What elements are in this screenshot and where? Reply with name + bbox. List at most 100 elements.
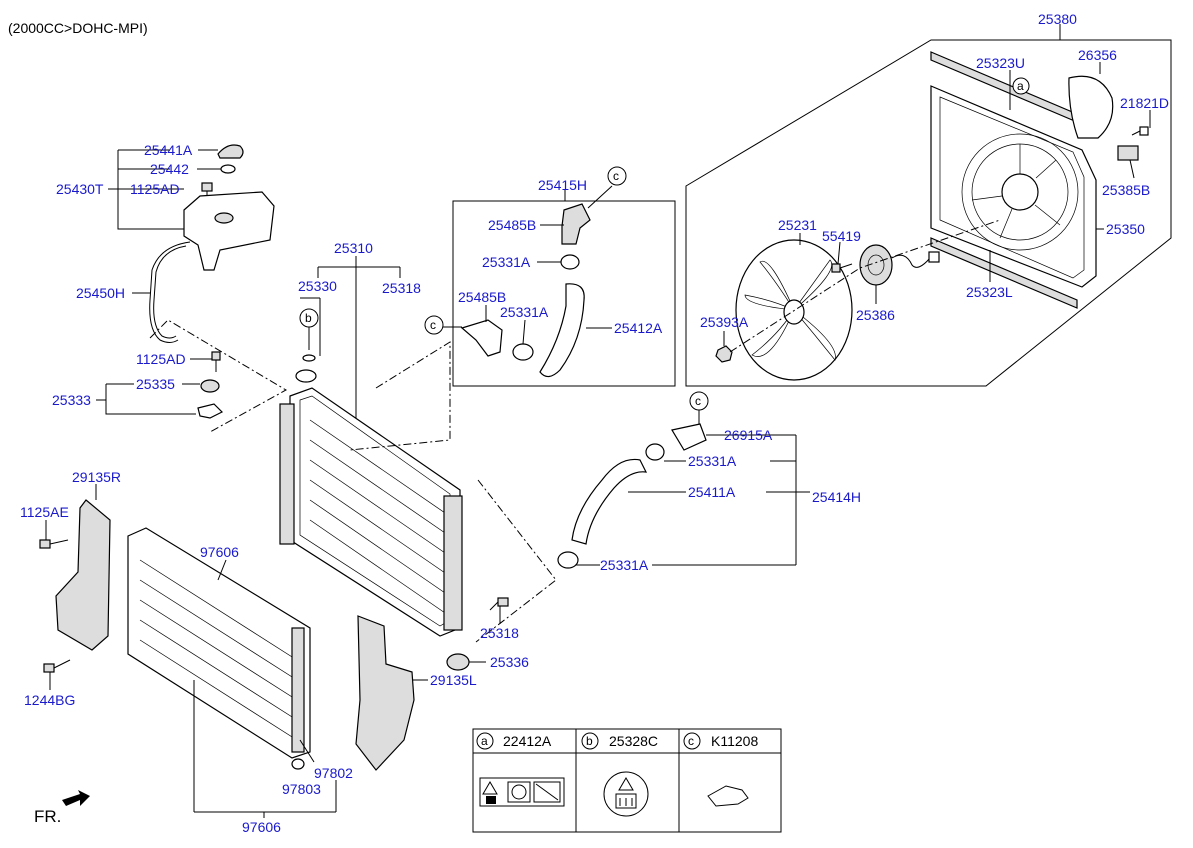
callout-26356[interactable]: 26356 — [1078, 47, 1117, 63]
legend-tag-b-marker — [581, 732, 599, 750]
callout-25331A-r1[interactable]: 25331A — [688, 453, 737, 469]
callout-25350[interactable]: 25350 — [1106, 221, 1145, 237]
radiator-filler-neck — [295, 369, 317, 383]
clamp-25331A-top — [560, 254, 580, 270]
callout-25331A-top[interactable]: 25331A — [482, 254, 531, 270]
legend-part-a: 22412A — [503, 733, 552, 749]
callout-97802[interactable]: 97802 — [314, 765, 353, 781]
callout-25415H[interactable]: 25415H — [538, 177, 587, 193]
callout-25430T[interactable]: 25430T — [56, 181, 104, 197]
clip-k11208-icon — [707, 785, 749, 807]
callout-1125AD-mid[interactable]: 1125AD — [136, 351, 186, 367]
callout-97803[interactable]: 97803 — [282, 781, 321, 797]
callout-25333[interactable]: 25333 — [52, 392, 91, 408]
callout-25310[interactable]: 25310 — [334, 240, 373, 256]
gasket-25442 — [220, 164, 236, 174]
air-guard-29135R — [55, 499, 111, 651]
tag-c-marker-upper — [607, 166, 627, 186]
reservoir-group — [108, 144, 275, 343]
screw-55419 — [831, 263, 853, 273]
fan-shroud-25350 — [930, 85, 1097, 288]
bracket-25333 — [197, 403, 224, 419]
front-direction-indicator: FR. — [34, 790, 90, 826]
radiator-core-25310 — [289, 387, 461, 637]
upper-hose-box — [452, 200, 676, 387]
tag-c-text-upper: c — [613, 169, 619, 183]
connector-25385B — [1117, 145, 1139, 161]
mount-group-25333 — [96, 319, 288, 433]
warning-triangle-icon — [482, 781, 498, 795]
callout-25330[interactable]: 25330 — [298, 278, 337, 294]
callout-25412A[interactable]: 25412A — [614, 320, 663, 336]
callout-25336[interactable]: 25336 — [490, 654, 529, 670]
callout-21821D[interactable]: 21821D — [1120, 95, 1169, 111]
callout-25323U[interactable]: 25323U — [976, 55, 1025, 71]
callout-25335[interactable]: 25335 — [136, 376, 175, 392]
legend-tag-c: c — [688, 734, 694, 748]
callout-25231[interactable]: 25231 — [778, 217, 817, 233]
callout-25485B-mid[interactable]: 25485B — [458, 289, 506, 305]
legend-cell-b: b 25328C — [581, 732, 658, 817]
callout-25485B-top[interactable]: 25485B — [488, 217, 536, 233]
tag-c-text-lower: c — [695, 394, 701, 408]
callout-97606-top[interactable]: 97606 — [200, 544, 239, 560]
callout-25450H[interactable]: 25450H — [76, 285, 125, 301]
engine-spec-header: (2000CC>DOHC-MPI) — [8, 20, 148, 36]
callout-25331A-r2[interactable]: 25331A — [600, 557, 649, 573]
callout-25386[interactable]: 25386 — [856, 307, 895, 323]
callout-25331A-mid[interactable]: 25331A — [500, 304, 549, 320]
callout-97606-bot[interactable]: 97606 — [242, 819, 281, 835]
tag-a-marker — [1012, 77, 1030, 95]
callout-1125AD-top[interactable]: 1125AD — [130, 181, 180, 197]
front-arrow-icon — [62, 790, 90, 806]
callout-55419[interactable]: 55419 — [822, 228, 861, 244]
callout-25442[interactable]: 25442 — [150, 161, 189, 177]
callout-26915A[interactable]: 26915A — [724, 427, 773, 443]
cap-97803 — [291, 758, 305, 770]
callout-25385B[interactable]: 25385B — [1102, 182, 1150, 198]
callout-1125AE[interactable]: 1125AE — [20, 504, 69, 520]
condenser-group — [39, 484, 428, 818]
callout-25323L[interactable]: 25323L — [966, 284, 1013, 300]
callout-25411A[interactable]: 25411A — [688, 484, 736, 500]
lower-hose-group: c — [557, 391, 810, 569]
radiator-left-tank — [279, 403, 295, 545]
callout-1244BG[interactable]: 1244BG — [24, 692, 75, 708]
callout-25318-bot[interactable]: 25318 — [480, 625, 519, 641]
callout-25414H[interactable]: 25414H — [812, 489, 861, 505]
fan-motor-25386 — [859, 244, 940, 286]
reservoir-tank-25430T — [183, 191, 275, 271]
tag-a-text: a — [1017, 79, 1024, 93]
callout-29135R[interactable]: 29135R — [72, 469, 121, 485]
elbow-25485B-top — [561, 203, 591, 245]
bolt-1244BG — [43, 663, 55, 673]
fitting-25485B-mid — [460, 319, 503, 357]
info-book-icon — [486, 796, 496, 804]
fan-alignment-line — [729, 219, 1001, 353]
callout-25441A[interactable]: 25441A — [144, 142, 193, 158]
callout-25393A[interactable]: 25393A — [700, 314, 749, 330]
hose-25412A — [539, 283, 585, 378]
tag-c-marker-mid — [424, 315, 444, 335]
legend-part-c: K11208 — [711, 733, 758, 749]
clamp-25331A-mid — [512, 343, 534, 361]
hose-25411A — [571, 458, 648, 545]
clamp-25331A-r1 — [645, 443, 665, 461]
callout-29135L[interactable]: 29135L — [430, 672, 477, 688]
drain-plug-25318 — [489, 597, 509, 624]
legend-table: a 22412A b 25328C c K11208 — [472, 728, 782, 833]
legend-cell-c: c K11208 — [683, 732, 758, 807]
fan-assembly-outline — [685, 39, 1172, 387]
callout-25380[interactable]: 25380 — [1038, 11, 1077, 27]
nut-25393A — [715, 345, 733, 363]
seal-25328C — [302, 354, 316, 362]
callout-25318-top[interactable]: 25318 — [382, 280, 421, 296]
front-label: FR. — [34, 807, 61, 826]
legend-cell-a: a 22412A — [476, 732, 565, 807]
bolt-1125AE — [39, 539, 51, 549]
legend-tag-c-marker — [683, 732, 701, 750]
overflow-hose-25450H — [149, 241, 191, 343]
radiator-right-tank — [443, 495, 463, 631]
legend-tag-a-marker — [476, 732, 494, 750]
